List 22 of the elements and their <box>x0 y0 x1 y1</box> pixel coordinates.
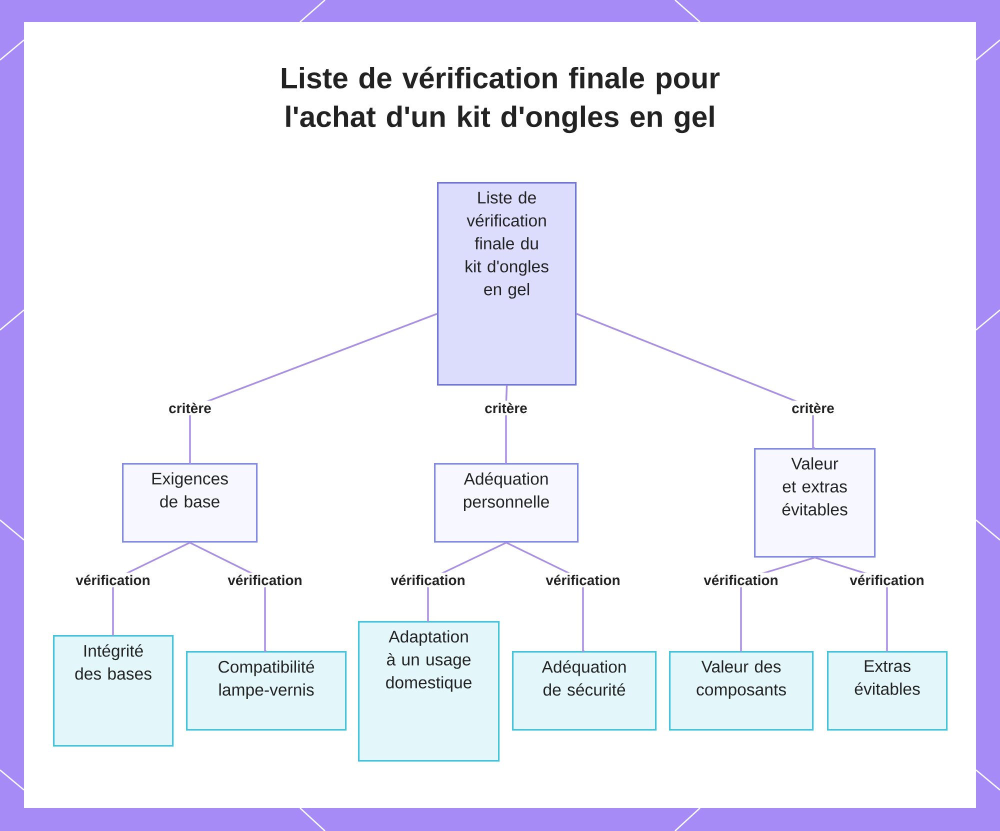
connector <box>576 312 816 449</box>
category-box: Exigences de base <box>122 463 258 543</box>
check-box: Adéquation de sécurité <box>512 651 657 731</box>
check-box: Extras évitables <box>827 651 948 731</box>
edge-label: vérification <box>226 572 304 588</box>
category-box: Valeur et extras évitables <box>754 448 876 558</box>
connector <box>188 312 438 464</box>
check-box: Adaptation à un usage domestique <box>358 621 500 762</box>
category-box: Adéquation personnelle <box>434 463 579 543</box>
edge-label: critère <box>166 400 214 416</box>
edge-label: vérification <box>702 572 780 588</box>
edge-label: vérification <box>388 572 468 588</box>
check-box: Intégrité des bases <box>53 635 174 747</box>
title: Liste de vérification finale pour l'achat d'un kit d'ongles en gel <box>282 66 720 134</box>
edge-label: vérification <box>544 572 622 588</box>
check-box: Compatibilité lampe-vernis <box>186 651 347 731</box>
edge-label: critère <box>790 400 836 416</box>
edge-label: vérification <box>74 572 152 588</box>
check-box: Valeur des composants <box>669 651 814 731</box>
edge-label: critère <box>482 400 530 416</box>
root-box: Liste de vérification finale du kit d'ongles en gel <box>437 182 577 386</box>
edge-label: vérification <box>848 572 926 588</box>
